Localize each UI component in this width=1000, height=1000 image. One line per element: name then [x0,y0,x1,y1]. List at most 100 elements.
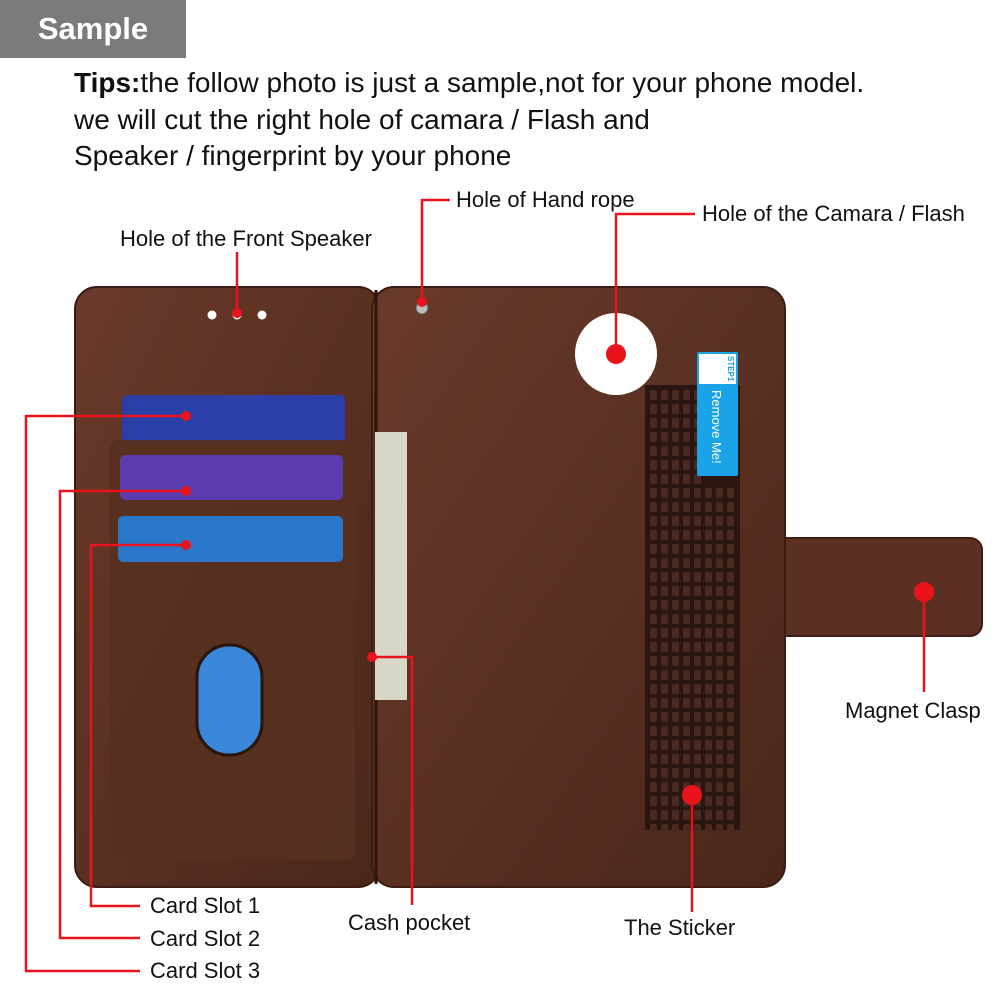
callout-dot [417,297,427,307]
mesh-cell [672,684,679,694]
mesh-cell [705,656,712,666]
mesh-cell [683,390,690,400]
mesh-cell [661,824,668,834]
mesh-cell [672,782,679,792]
card-3 [122,395,345,443]
mesh-cell [661,796,668,806]
mesh-cell [705,558,712,568]
mesh-cell [650,544,657,554]
mesh-cell [727,810,734,820]
mesh-cell [672,712,679,722]
mesh-cell [716,768,723,778]
id-window [195,643,264,757]
mesh-cell [661,390,668,400]
callout-line-card1 [89,543,186,908]
mesh-cell [672,488,679,498]
mesh-cell [661,516,668,526]
mesh-cell [705,614,712,624]
callout-line-card3 [24,414,186,973]
mesh-cell [672,600,679,610]
mesh-cell [661,600,668,610]
sticker-step: STEP1 [726,356,735,382]
mesh-cell [650,698,657,708]
mesh-cell [694,530,701,540]
speaker-hole [257,310,267,320]
mesh-cell [661,656,668,666]
mesh-cell [650,502,657,512]
mesh-cell [727,656,734,666]
mesh-cell [672,418,679,428]
mesh-cell [716,516,723,526]
label-hand-rope: Hole of Hand rope [456,187,635,212]
mesh-cell [705,768,712,778]
mesh-cell [672,628,679,638]
mesh-cell [716,740,723,750]
mesh-cell [672,558,679,568]
mesh-cell [716,572,723,582]
mesh-cell [705,670,712,680]
callout-line-camera [614,212,695,354]
mesh-cell [694,768,701,778]
magnet-clasp [759,537,983,637]
mesh-cell [661,810,668,820]
label-camera: Hole of the Camara / Flash [702,201,965,226]
mesh-cell [716,642,723,652]
mesh-cell [694,502,701,512]
mesh-cell [727,586,734,596]
mesh-cell [650,740,657,750]
mesh-cell [672,390,679,400]
mesh-cell [650,530,657,540]
mesh-cell [705,782,712,792]
mesh-cell [727,558,734,568]
mesh-cell [705,600,712,610]
mesh-cell [661,488,668,498]
mesh-cell [683,684,690,694]
label-sticker: The Sticker [624,915,736,940]
tips-prefix: Tips: [74,67,141,98]
mesh-cell [683,810,690,820]
mesh-cell [694,642,701,652]
mesh-cell [672,726,679,736]
tips-line-2: we will cut the right hole of camara / F… [74,104,650,135]
mesh-cell [727,726,734,736]
mesh-cell [716,824,723,834]
mesh-cell [683,726,690,736]
mesh-cell [705,516,712,526]
mesh-cell [650,558,657,568]
mesh-cell [716,530,723,540]
mesh-cell [727,824,734,834]
mesh-cell [683,572,690,582]
mesh-cell [672,768,679,778]
mesh-cell [683,740,690,750]
mesh-cell [661,404,668,414]
mesh-cell [683,768,690,778]
mesh-cell [683,474,690,484]
mesh-cell [716,726,723,736]
mesh-cell [661,754,668,764]
callout-dot [181,540,191,550]
mesh-cell [683,502,690,512]
mesh-cell [705,754,712,764]
mesh-cell [683,642,690,652]
mesh-cell [661,446,668,456]
mesh-cell [716,544,723,554]
sticker-mesh-pattern [650,390,734,834]
mesh-cell [705,796,712,806]
mesh-cell [727,684,734,694]
callout-line-card2 [58,489,186,940]
label-card-slot-2: Card Slot 2 [150,926,261,951]
mesh-cell [683,614,690,624]
mesh-cell [661,698,668,708]
mesh-cell [661,558,668,568]
mesh-cell [727,740,734,750]
callout-dot [181,411,191,421]
mesh-cell [650,474,657,484]
callout-dot [914,582,934,602]
mesh-cell [716,628,723,638]
mesh-cell [716,488,723,498]
mesh-cell [705,502,712,512]
sample-badge: Sample [0,0,186,58]
mesh-cell [661,712,668,722]
mesh-cell [705,740,712,750]
